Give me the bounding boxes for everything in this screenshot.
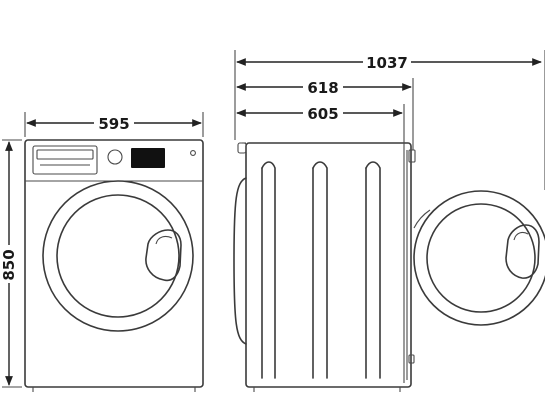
display-panel [131, 148, 165, 168]
dimension-label-850: 850 [0, 249, 18, 280]
dimension-depth-with-door: 618 [236, 77, 414, 150]
dimension-front-height: 850 [0, 139, 22, 388]
open-door-glass [426, 203, 536, 313]
drum-ribs [261, 161, 381, 379]
detergent-drawer [32, 145, 98, 175]
power-button-icon [190, 150, 196, 156]
dimension-body-depth: 605 [236, 103, 405, 147]
side-view [233, 142, 416, 392]
dimension-label-1037: 1037 [366, 54, 408, 72]
front-cabinet [24, 139, 204, 388]
front-door-outer-ring [42, 180, 194, 332]
open-door-view [413, 190, 545, 326]
front-door-glass [56, 194, 180, 318]
dimension-label-605: 605 [307, 105, 338, 123]
front-view [24, 139, 204, 392]
side-cabinet [245, 142, 412, 388]
dimension-label-595: 595 [98, 115, 129, 133]
program-knob-icon [107, 149, 123, 165]
side-door-bulge [233, 177, 247, 345]
dimension-label-618: 618 [307, 79, 338, 97]
dimension-front-width: 595 [24, 112, 204, 137]
front-door-handle [145, 229, 182, 282]
dimension-total-depth: 1037 [234, 50, 545, 190]
open-door-outer-ring [413, 190, 545, 326]
open-door-handle [505, 224, 540, 279]
